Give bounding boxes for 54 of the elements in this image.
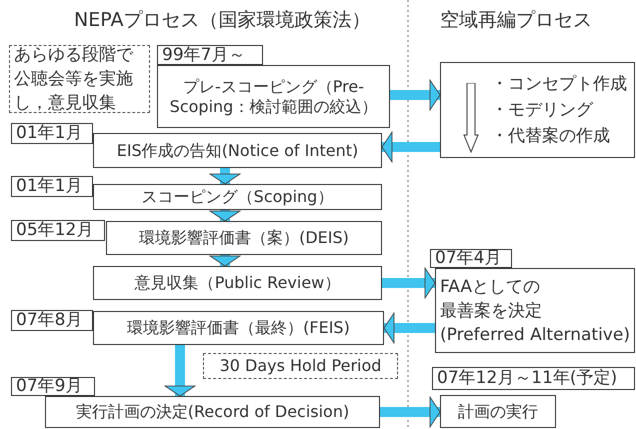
block-arrow: [210, 168, 240, 184]
process-box: [93, 266, 382, 300]
process-box: [93, 133, 382, 168]
block-arrow: [390, 80, 440, 110]
node-text: スコーピング（Scoping）: [142, 187, 334, 207]
node-text: 環境影響評価書（案）(DEIS): [139, 228, 349, 248]
node-text: 意見収集（Public Review）: [134, 273, 340, 293]
block-arrow: [210, 255, 240, 266]
node-text: 計画の実行: [458, 402, 538, 422]
node-text: 01年1月: [16, 177, 82, 196]
process-box: [435, 268, 635, 353]
block-arrow: [382, 132, 440, 162]
node-text: 05年12月: [16, 221, 94, 240]
node-text: 99年7月～: [162, 46, 246, 64]
process-box: [93, 311, 384, 345]
node-text: EIS作成の告知(Notice of Intent): [116, 140, 358, 160]
node-text: プレ-スコーピング（Pre-Scoping：検討範囲の絞込）: [168, 76, 378, 116]
node-text: 環境影響評価書（最終）(FEIS): [127, 318, 350, 338]
date-tag: [430, 249, 512, 268]
node-text: (Preferred Alternative): [440, 324, 630, 346]
block-arrow: [164, 345, 196, 396]
block-arrow: [380, 396, 440, 428]
node-text: 07年12月～11年(予定): [437, 369, 618, 388]
note-box: [203, 353, 398, 379]
block-arrow: [210, 210, 240, 222]
node-text: ・コンセプト作成: [491, 73, 627, 96]
column-heading: NEPAプロセス（国家環境政策法）: [74, 8, 370, 32]
node-text: 07年8月: [16, 311, 82, 330]
node-text: ・モデリング: [491, 99, 593, 122]
date-tag: [432, 367, 635, 390]
process-box: [157, 65, 390, 128]
node-text: 07年4月: [435, 249, 502, 268]
block-arrow: [382, 268, 436, 298]
date-tag: [11, 220, 105, 241]
node-text: 30 Days Hold Period: [220, 355, 382, 377]
note-box: [9, 45, 150, 113]
node-text: 01年1月: [16, 124, 82, 143]
process-box: [45, 396, 380, 428]
node-text: 07年9月: [16, 377, 82, 396]
date-tag: [11, 310, 93, 331]
column-heading: 空域再編プロセス: [440, 8, 592, 32]
process-box: [440, 62, 635, 158]
process-box: [93, 184, 382, 210]
process-box: [440, 395, 556, 428]
node-text: FAAとしての最善案を決定: [440, 276, 543, 322]
node-text: あらゆる段階で公聴会等を実施し，意見収集: [14, 44, 134, 115]
block-arrow: [384, 312, 435, 344]
date-tag: [157, 45, 263, 65]
node-text: 実行計画の決定(Record of Decision): [76, 402, 350, 422]
date-tag: [11, 123, 93, 144]
date-tag: [11, 176, 93, 197]
node-text: ・代替案の作成: [491, 125, 610, 148]
date-tag: [11, 377, 95, 396]
process-box: [106, 221, 382, 255]
